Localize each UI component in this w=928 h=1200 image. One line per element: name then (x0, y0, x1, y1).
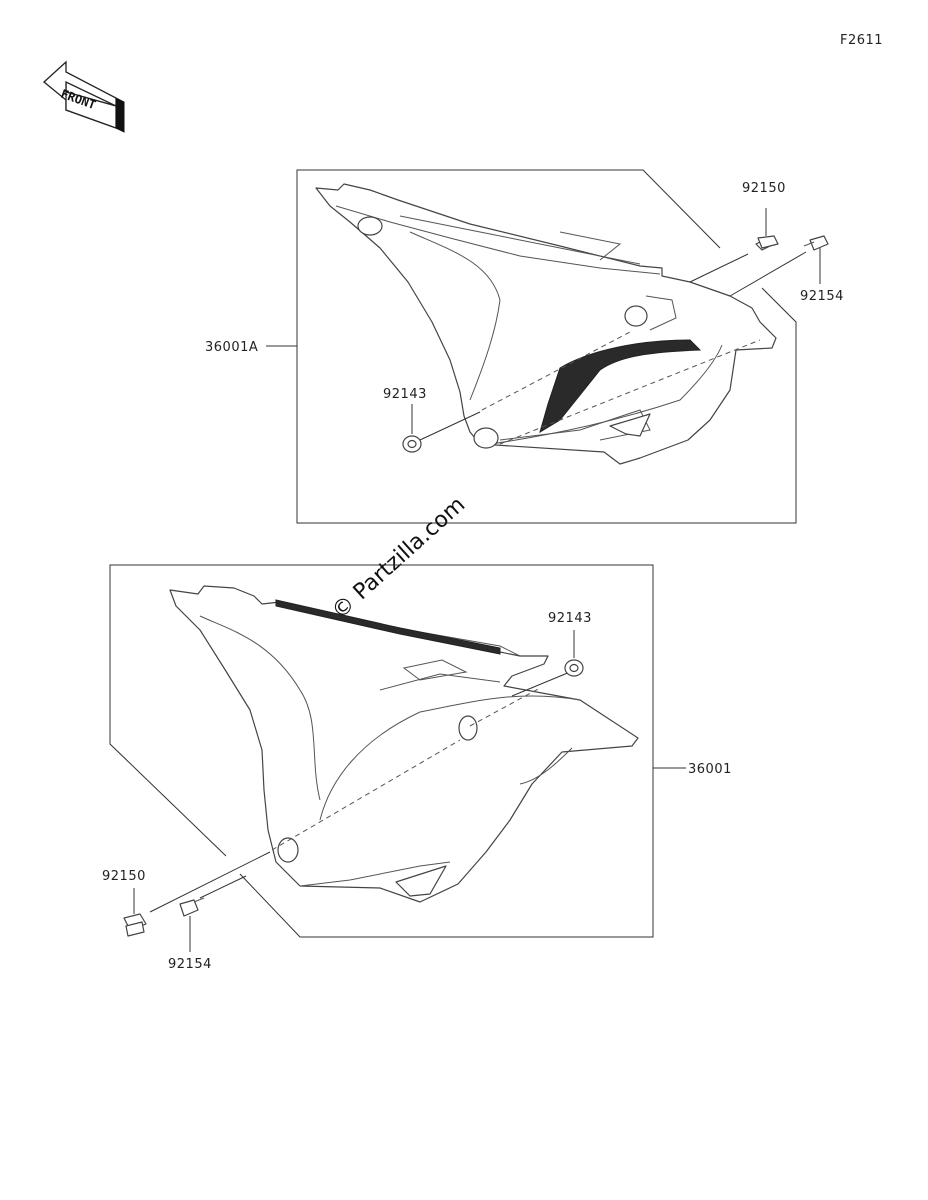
part-label-92154-lower: 92154 (168, 957, 212, 972)
side-cover-lower (169, 585, 639, 903)
part-label-92154-upper: 92154 (800, 289, 844, 304)
part-label-92143-upper: 92143 (383, 387, 427, 402)
part-label-92150-upper: 92150 (742, 181, 786, 196)
bolt-92150-lower-icon (123, 888, 147, 937)
grommet-92143-lower-icon (564, 630, 584, 677)
figure-code: F2611 (840, 33, 883, 48)
lower-callout-frame (109, 564, 654, 938)
part-label-36001a: 36001A (205, 340, 258, 355)
front-arrow-icon: FRONT (42, 60, 125, 133)
lower-assembly: 36001 92143 92150 92154 (102, 564, 732, 972)
watermark: © Partzilla.com (327, 492, 470, 624)
bolt-92154-upper-icon (803, 235, 829, 284)
bolt-92150-upper-icon (755, 208, 779, 251)
part-label-92150-lower: 92150 (102, 869, 146, 884)
side-cover-upper (315, 183, 777, 465)
bolt-92154-lower-icon (179, 897, 205, 952)
part-label-92143-lower: 92143 (548, 611, 592, 626)
grommet-92143-upper-icon (402, 404, 422, 453)
upper-callout-frame (296, 169, 797, 524)
upper-assembly: 36001A 92150 92154 92143 (205, 169, 844, 524)
part-label-36001: 36001 (688, 762, 732, 777)
